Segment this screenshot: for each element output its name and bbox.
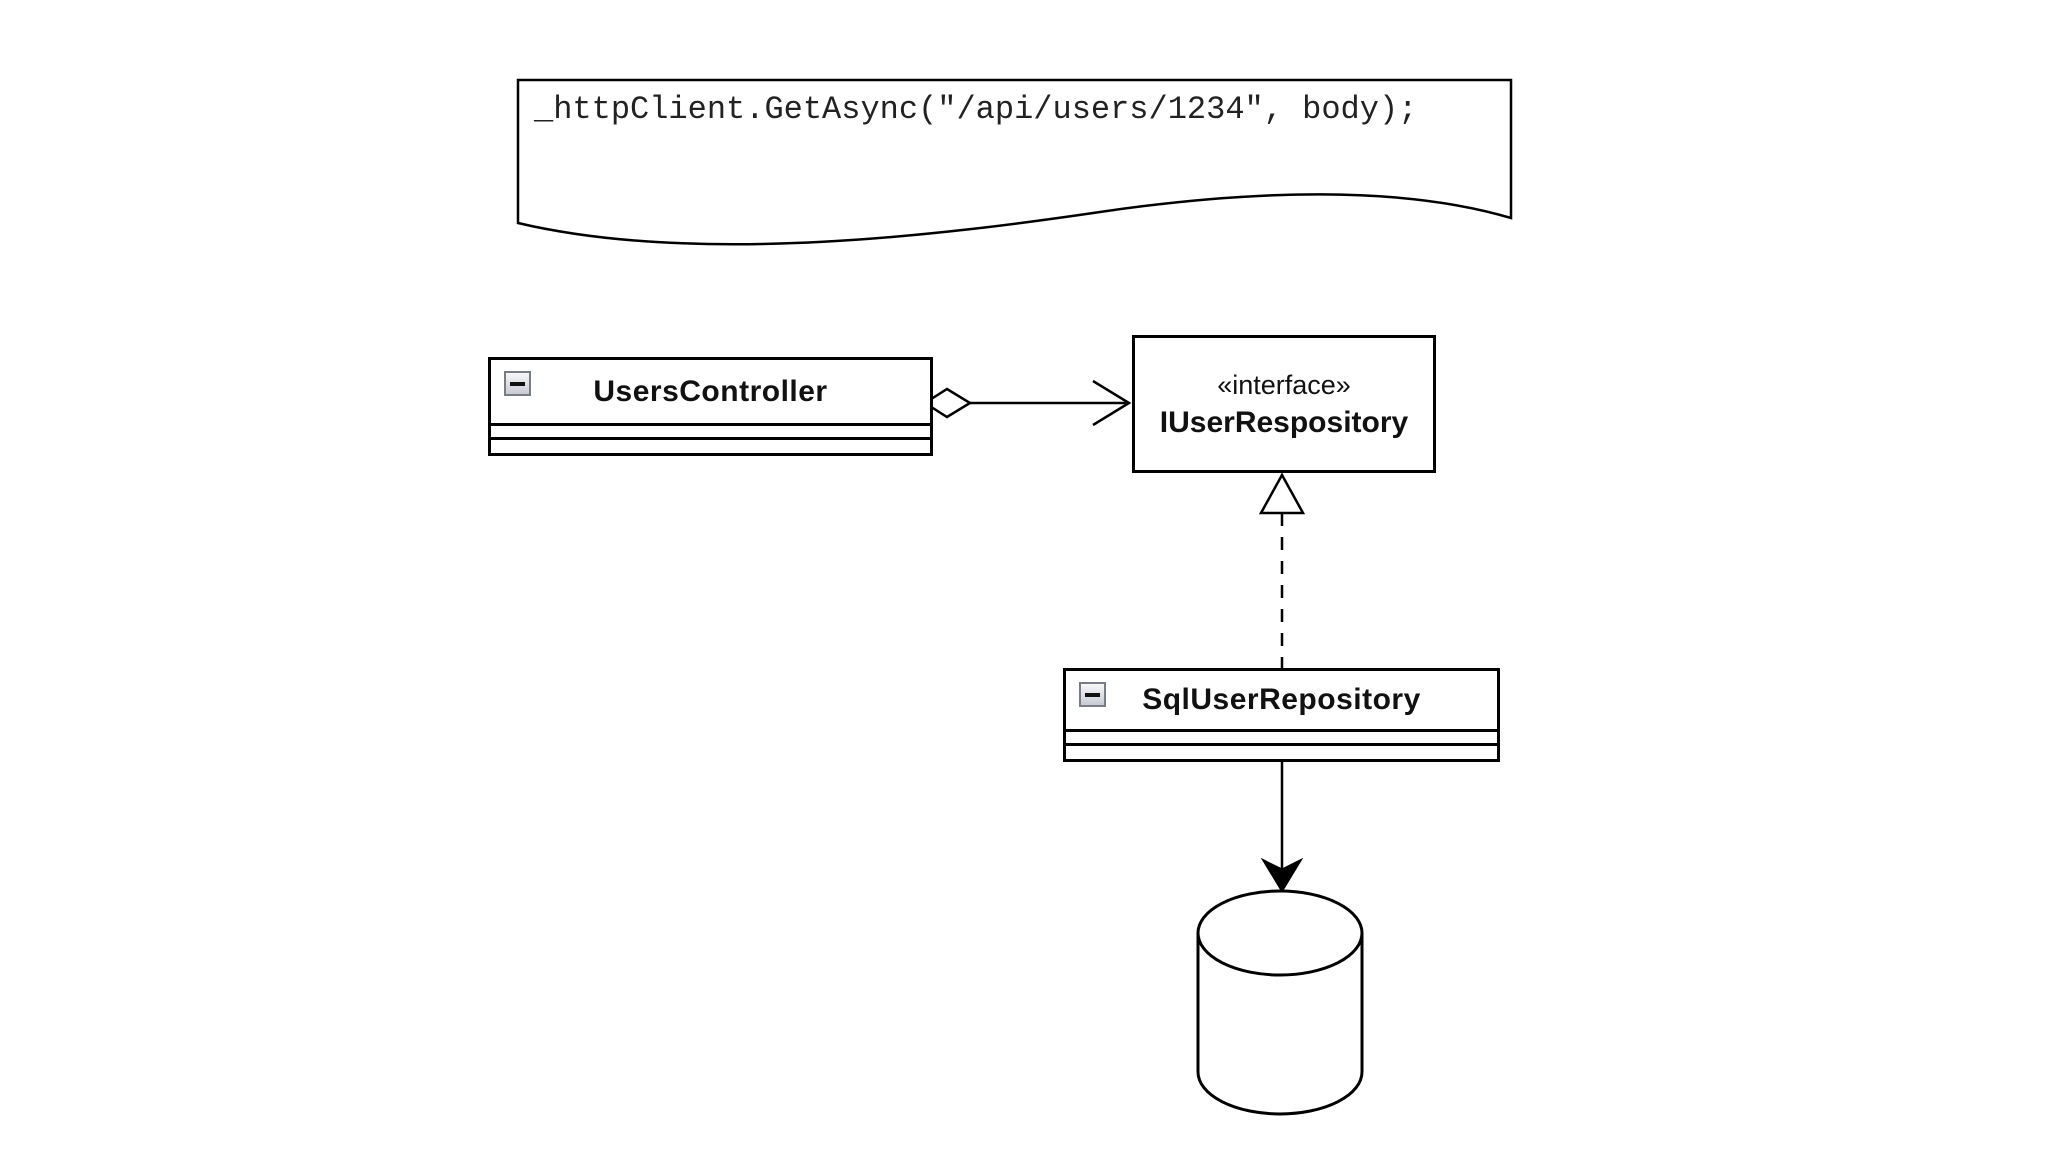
open-arrowhead-icon: [1092, 379, 1132, 427]
class-title-compartment: SqlUserRepository: [1066, 671, 1497, 729]
class-node-sql-user-repository[interactable]: SqlUserRepository: [1063, 668, 1500, 762]
interface-node-iuser-repository[interactable]: «interface» IUserRespository: [1132, 335, 1436, 473]
collapse-minus-icon[interactable]: [1079, 682, 1106, 707]
edge-aggregation[interactable]: [922, 379, 1132, 427]
minus-glyph: [1085, 692, 1100, 697]
interface-stereotype-label: «interface»: [1217, 370, 1351, 400]
interface-name-label: IUserRespository: [1159, 406, 1409, 439]
aggregation-diamond: [922, 387, 973, 419]
database-cylinder[interactable]: [1196, 889, 1364, 1116]
edge-realization[interactable]: [1258, 472, 1306, 668]
operations-compartment: [491, 437, 930, 453]
filled-arrowhead-icon: [1260, 857, 1304, 893]
hollow-triangle-arrowhead-icon: [1258, 472, 1306, 515]
class-name-label: UsersController: [593, 374, 828, 408]
minus-glyph: [510, 381, 525, 386]
attributes-compartment: [491, 423, 930, 437]
collapse-minus-icon[interactable]: [504, 371, 531, 396]
operations-compartment: [1066, 743, 1497, 759]
code-note-text: _httpClient.GetAsync("/api/users/1234", …: [534, 91, 1418, 128]
class-name-label: SqlUserRepository: [1142, 683, 1421, 716]
attributes-compartment: [1066, 729, 1497, 743]
class-node-users-controller[interactable]: UsersController: [488, 357, 933, 456]
edge-to-database[interactable]: [1260, 762, 1304, 893]
class-title-compartment: UsersController: [491, 360, 930, 423]
code-note-shape[interactable]: [516, 78, 1513, 246]
